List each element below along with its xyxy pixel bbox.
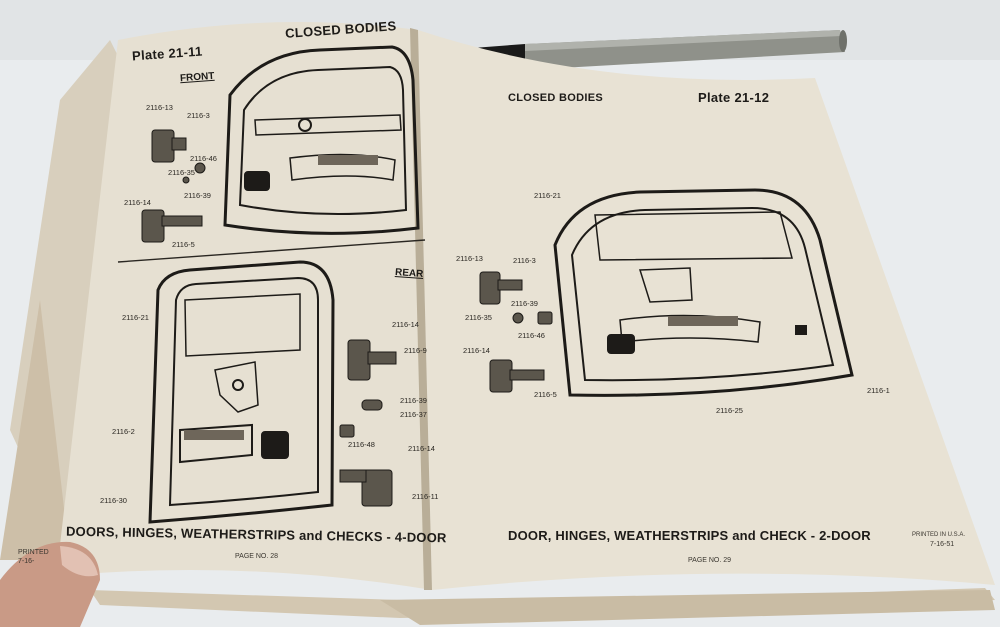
rear-part-label: 2116-39 <box>400 396 427 405</box>
right-part-label: 2116-3 <box>513 256 536 265</box>
front-part-label: 2116-5 <box>172 240 195 249</box>
page-stack <box>0 40 995 625</box>
right-page-caption: DOOR, HINGES, WEATHERSTRIPS and CHECK - … <box>508 528 871 543</box>
left-printed-label: PRINTED <box>18 549 49 556</box>
rear-section-label: REAR <box>394 267 424 280</box>
right-door-drawing <box>553 188 854 397</box>
right-page <box>418 30 995 590</box>
right-part-label: 2116-14 <box>463 346 490 355</box>
right-printed-date: 7-16-51 <box>930 541 955 548</box>
front-part-label: 2116-39 <box>184 191 211 200</box>
front-part-label: 2116-13 <box>146 103 173 112</box>
right-printed-label: PRINTED IN U.S.A. <box>912 532 966 538</box>
front-part-label: 2116-14 <box>124 198 151 207</box>
rear-hinge-parts <box>339 339 397 507</box>
right-page-header: CLOSED BODIES <box>508 92 603 104</box>
right-part-label: 2116-35 <box>465 313 492 322</box>
rear-part-label: 2116-14 <box>408 444 435 453</box>
front-part-label: 2116-35 <box>168 168 195 177</box>
right-part-label: 2116-13 <box>456 254 483 263</box>
right-part-label: 2116-1 <box>867 386 890 395</box>
rear-part-label: 2116-48 <box>348 440 375 449</box>
rear-part-label: 2116-9 <box>404 346 427 355</box>
rear-part-label: 2116-14 <box>392 320 419 329</box>
front-hinge-parts <box>141 129 206 243</box>
rear-part-label: 2116-30 <box>100 496 127 505</box>
right-page-number: PAGE NO. 29 <box>688 557 732 564</box>
rear-part-label: 2116-2 <box>112 427 135 436</box>
rear-door-drawing <box>148 260 335 524</box>
front-door-drawing <box>223 45 420 235</box>
rear-part-label: 2116-11 <box>412 492 439 501</box>
left-printed-date: 7-16- <box>18 558 35 565</box>
front-part-label: 2116-46 <box>190 154 217 163</box>
rear-part-label: 2116-37 <box>400 410 427 419</box>
right-plate-number: Plate 21-12 <box>698 90 770 105</box>
right-part-label: 2116-25 <box>716 406 743 415</box>
right-hinge-parts <box>479 271 553 393</box>
rear-part-label: 2116-21 <box>122 313 149 322</box>
right-part-label: 2116-46 <box>518 331 545 340</box>
right-part-label: 2116-5 <box>534 390 557 399</box>
front-part-label: 2116-3 <box>187 111 210 120</box>
right-part-label: 2116-39 <box>511 299 538 308</box>
right-part-label: 2116-21 <box>534 191 561 200</box>
left-page-number: PAGE NO. 28 <box>235 553 279 560</box>
thumb <box>0 541 100 627</box>
